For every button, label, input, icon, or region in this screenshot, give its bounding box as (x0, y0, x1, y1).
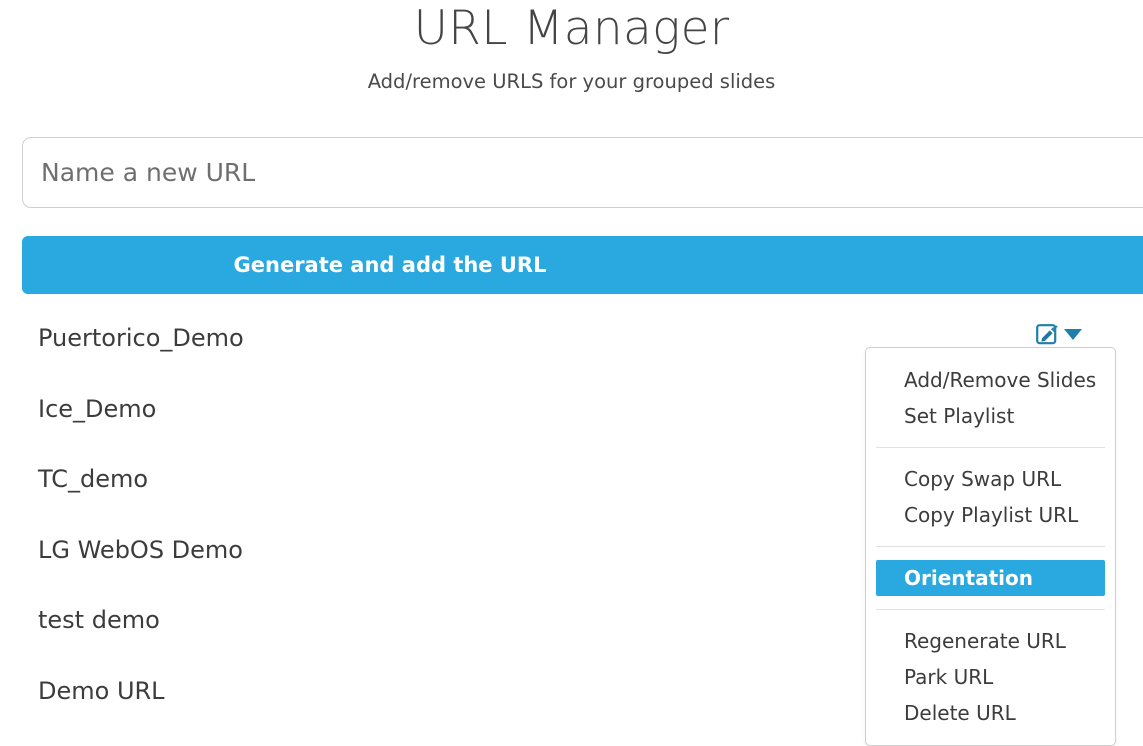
url-list-item[interactable]: Ice_Demo (0, 385, 1143, 456)
url-list-item[interactable]: TC_demo (0, 455, 1143, 526)
url-list-item[interactable]: LG WebOS Demo (0, 526, 1143, 597)
menu-item-copy-playlist-url[interactable]: Copy Playlist URL (904, 503, 1079, 527)
url-name-label: Demo URL (38, 676, 165, 705)
menu-item-delete-url[interactable]: Delete URL (904, 701, 1016, 725)
url-list-item[interactable]: test demo (0, 596, 1143, 667)
menu-item-orientation[interactable]: Orientation (876, 560, 1105, 596)
url-name-label: Ice_Demo (38, 394, 157, 423)
menu-item-park-url[interactable]: Park URL (904, 665, 994, 689)
new-url-name-input[interactable] (22, 137, 1143, 208)
edit-pencil-box-icon[interactable] (1036, 323, 1060, 345)
url-list-item[interactable]: Demo URL (0, 667, 1143, 738)
menu-item-copy-swap-url[interactable]: Copy Swap URL (904, 467, 1062, 491)
menu-item-regenerate-url[interactable]: Regenerate URL (904, 629, 1066, 653)
caret-down-icon[interactable] (1063, 327, 1083, 341)
url-name-label: Puertorico_Demo (38, 324, 244, 352)
menu-divider (876, 546, 1105, 547)
url-list-item[interactable]: Puertorico_Demo (0, 314, 1143, 385)
url-actions-dropdown-menu: Add/Remove Slides Set Playlist Copy Swap… (865, 347, 1116, 746)
dropdown-group-copy: Copy Swap URL Copy Playlist URL (866, 461, 1115, 533)
dropdown-group-orientation: Orientation (866, 560, 1115, 596)
dropdown-group-slides: Add/Remove Slides Set Playlist (866, 362, 1115, 434)
menu-item-set-playlist[interactable]: Set Playlist (904, 404, 1015, 428)
generate-and-add-url-button[interactable]: Generate and add the URL (22, 236, 1143, 294)
menu-item-add-remove-slides[interactable]: Add/Remove Slides (904, 368, 1097, 392)
url-name-label: test demo (38, 606, 160, 634)
page-subtitle: Add/remove URLS for your grouped slides (367, 70, 776, 94)
url-list: Puertorico_Demo Ice_Demo TC_demo LG We (0, 314, 1143, 737)
page-title: URL Manager (413, 1, 730, 56)
menu-divider (876, 447, 1105, 448)
url-name-label: TC_demo (38, 465, 149, 493)
url-name-label: LG WebOS Demo (38, 535, 243, 564)
url-row-actions (1036, 323, 1083, 345)
menu-divider (876, 609, 1105, 610)
dropdown-group-manage: Regenerate URL Park URL Delete URL (866, 623, 1115, 731)
page-header: URL Manager Add/remove URLS for your gro… (0, 0, 1143, 93)
